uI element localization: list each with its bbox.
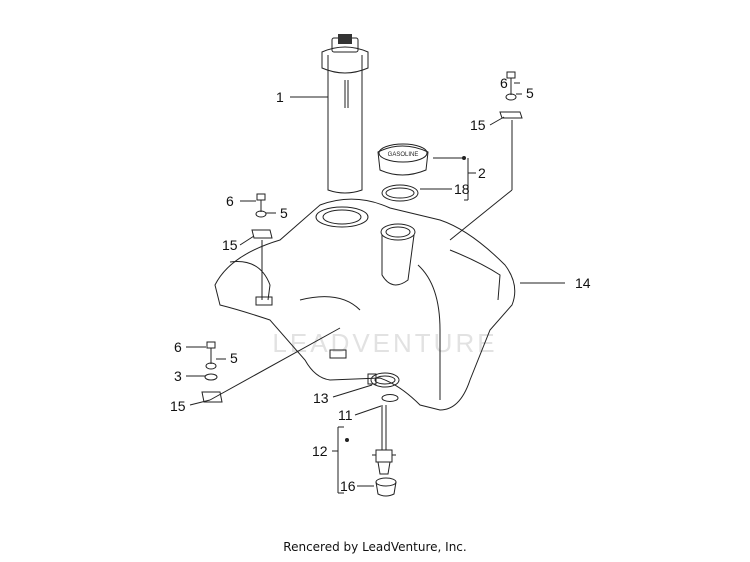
callout-1: 1	[276, 89, 284, 105]
leader-lines	[186, 82, 565, 494]
callout-3: 3	[174, 368, 182, 384]
bolt-set-upper-right	[499, 71, 523, 119]
callout-2: 2	[478, 165, 486, 181]
fuel-sender-tube	[321, 34, 369, 194]
filter-cup	[375, 477, 397, 497]
callout-15-low: 15	[170, 398, 186, 414]
callout-5-mid: 5	[280, 205, 288, 221]
hose-clamp	[367, 372, 400, 388]
bolt-set-middle-left	[251, 193, 273, 239]
callout-6-low: 6	[174, 339, 182, 355]
callout-15-top: 15	[470, 117, 486, 133]
callout-16: 16	[340, 478, 356, 494]
callout-13: 13	[313, 390, 329, 406]
callout-6-top: 6	[500, 75, 508, 91]
callout-18: 18	[454, 181, 470, 197]
cap-label: GASOLINE	[388, 152, 419, 158]
fuel-cap: GASOLINE	[377, 143, 429, 176]
fuel-tank	[214, 198, 516, 411]
callout-14: 14	[575, 275, 591, 291]
callout-5-low: 5	[230, 350, 238, 366]
fuel-valve	[372, 405, 396, 475]
callout-12: 12	[312, 443, 328, 459]
callout-5-top: 5	[526, 85, 534, 101]
cap-gasket	[381, 184, 419, 202]
callout-6-mid: 6	[226, 193, 234, 209]
callout-11: 11	[338, 407, 353, 423]
footer-credit: Rencered by LeadVenture, Inc.	[283, 540, 467, 554]
callout-labels: 1 2 18 6 5 15 14 6 5 15 6 5 3 15 13 11 1…	[170, 75, 591, 494]
o-ring	[381, 394, 399, 402]
bolt-set-lower-left	[201, 341, 223, 403]
leadventure-watermark: LEADVENTURE	[272, 328, 498, 358]
callout-15-mid: 15	[222, 237, 238, 253]
